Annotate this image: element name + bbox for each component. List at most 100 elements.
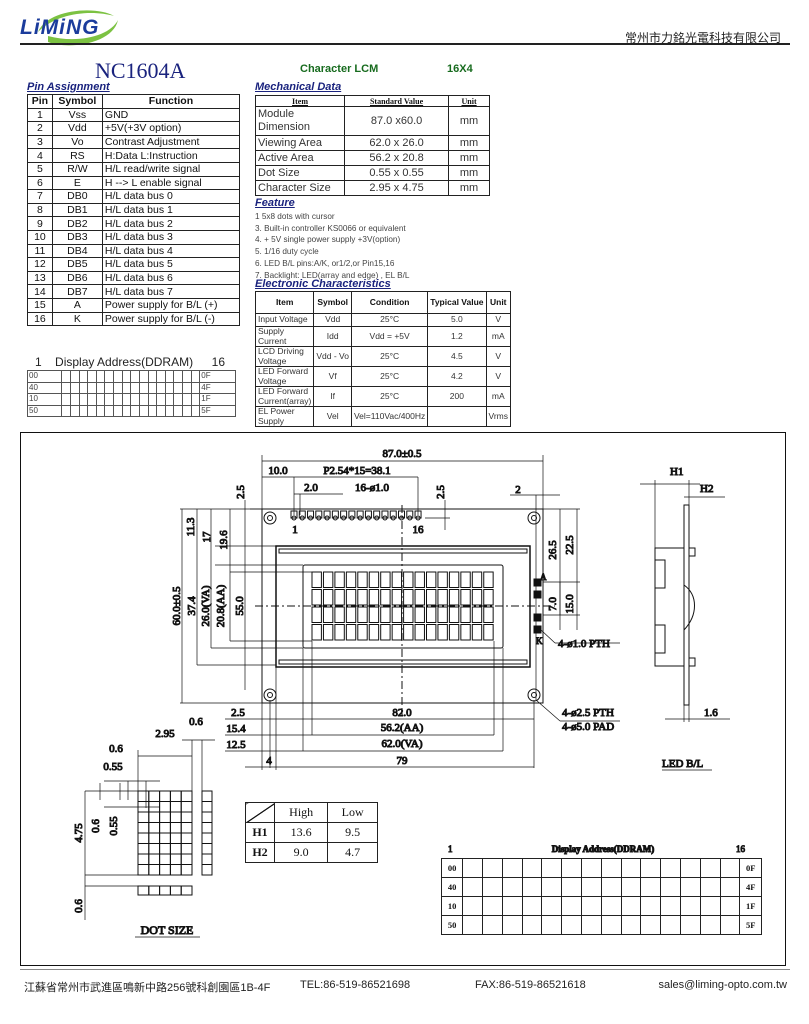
character-cell (322, 624, 334, 641)
table-cell: 87.0 x60.0 (343, 106, 450, 136)
cursor-dot (201, 811, 213, 823)
pin-assignment-label: Pin Assignment (27, 81, 110, 93)
character-cell (437, 571, 448, 588)
dot (137, 822, 150, 834)
character-cell (345, 624, 357, 641)
dot-dim-0-55-v: 0.55 (108, 816, 120, 836)
pin-pad (340, 510, 348, 519)
character-cell (368, 571, 380, 588)
dim-22-5: 22.5 (564, 535, 576, 555)
ddram-cell (680, 877, 701, 897)
dot (180, 790, 193, 802)
dim-pin-pitch: P2.54*15=38.1 (323, 465, 390, 477)
pin-pad (323, 510, 331, 519)
led-pad-k2 (533, 625, 542, 634)
dot (169, 843, 182, 855)
feature-item: 3. Built-in controller KS0066 or equival… (255, 223, 406, 233)
underline-dot (148, 885, 161, 896)
character-cell (426, 571, 437, 588)
dim-19-6: 19.6 (218, 530, 230, 550)
dim-b-15-4: 15.4 (226, 723, 246, 735)
dim-b-2-5: 2.5 (231, 707, 245, 719)
ddram-small-caption: Display Address(DDRAM) (55, 355, 194, 369)
pin-hole (291, 515, 297, 521)
ddram-end-address: 0F (739, 858, 762, 878)
ddram-cell (620, 915, 642, 935)
ddram-cell (640, 877, 662, 897)
dot-dim-2-95: 2.95 (155, 728, 175, 740)
column-header: Low (327, 802, 378, 823)
ddram-cell (680, 915, 701, 935)
ddram-cell (482, 858, 503, 878)
table-cell: mm (448, 106, 490, 136)
dot (180, 864, 193, 876)
dot-matrix-grid (137, 790, 213, 896)
footer-fax: FAX:86-519-86521618 (475, 979, 586, 991)
footer-email[interactable]: sales@liming-opto.com.tw (658, 979, 787, 991)
dim-mount-pad: 4-ø5.0 PAD (562, 721, 614, 733)
character-cell (368, 606, 380, 623)
table-cell: Power supply for B/L (-) (101, 311, 241, 327)
table-cell: 56.2 x 20.8 (343, 150, 450, 166)
side-h1-label: H1 (670, 466, 683, 478)
dot (148, 811, 161, 823)
pin-hole (374, 515, 380, 521)
model-title: NC1604A (95, 58, 186, 83)
ddram-cell (521, 896, 543, 916)
dim-b-82: 82.0 (392, 707, 412, 719)
dim-aa-height: 20.8(AA) (215, 584, 227, 627)
dim-11-3: 11.3 (185, 517, 197, 536)
character-cell (460, 589, 471, 606)
character-cell (460, 606, 471, 623)
character-cell (380, 624, 391, 641)
footer-tel: TEL:86-519-86521698 (300, 979, 411, 991)
character-cell (437, 589, 448, 606)
ddram-cell (501, 896, 523, 916)
feature-item: 1 5x8 dots with cursor (255, 212, 335, 221)
character-cell (448, 624, 460, 641)
cursor-dot (201, 864, 213, 876)
ddram-cell (600, 877, 622, 897)
anode-label: A (540, 572, 547, 582)
ddram-cell (600, 915, 622, 935)
character-cell (334, 624, 345, 641)
dot (137, 843, 150, 855)
dot (180, 853, 193, 865)
character-cell (380, 571, 391, 588)
pin-hole (357, 515, 363, 521)
ddram-cell (581, 915, 602, 935)
character-cell (391, 589, 403, 606)
dot (148, 822, 161, 834)
dim-overall-height: 60.0±0.5 (171, 586, 183, 626)
mounting-hole-icon (527, 511, 541, 525)
table-cell: DB0 (51, 189, 103, 204)
feature-label: Feature (255, 197, 295, 209)
cursor-dot (201, 790, 213, 802)
dot (180, 832, 193, 844)
dim-17: 17 (201, 531, 213, 543)
dot (159, 822, 171, 834)
electronic-characteristics-label: Electronic Characteristics (255, 278, 391, 290)
logo-text: LiMiNG (20, 16, 100, 39)
character-cell (403, 571, 414, 588)
character-cell (403, 624, 414, 641)
character-cell (357, 589, 368, 606)
ddram-cell (699, 877, 721, 897)
ddram-small-title: 1 Display Address(DDRAM) 16 (35, 355, 235, 369)
dot (137, 864, 150, 876)
ddram-cell (719, 877, 741, 897)
ddram-cell (541, 915, 563, 935)
table-cell: mA (485, 326, 512, 347)
character-cell (345, 606, 357, 623)
display-format: 16X4 (447, 63, 473, 75)
ddram-cell (699, 915, 721, 935)
ddram-cell (521, 915, 543, 935)
ddram-cell (164, 404, 175, 417)
